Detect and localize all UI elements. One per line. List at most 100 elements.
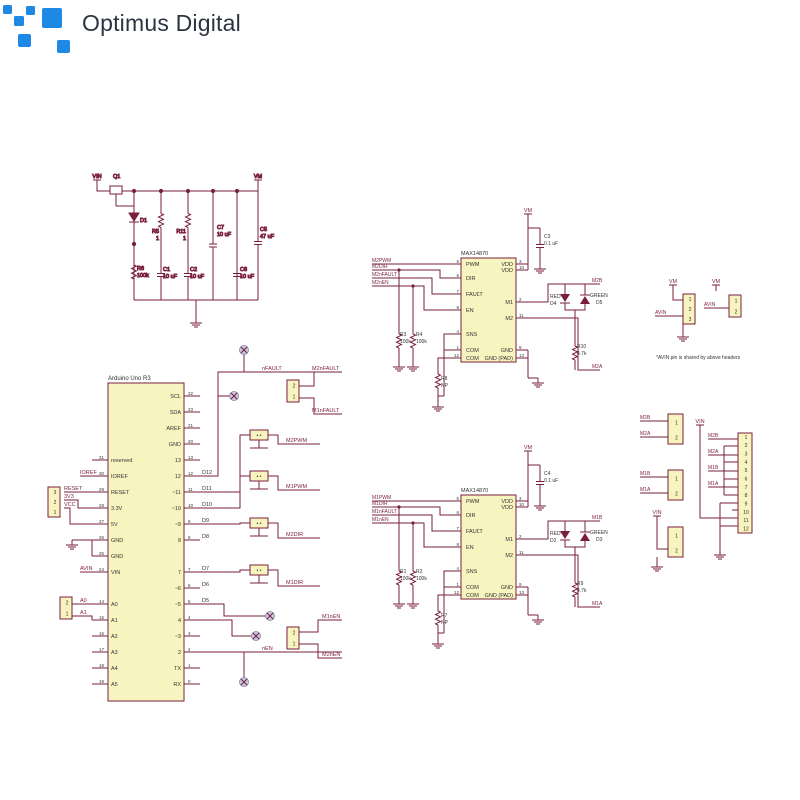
header-pin-number: 2 (675, 436, 678, 442)
wire (268, 434, 320, 445)
enable-jumper-connector (286, 626, 300, 650)
arduino-pin-number: 25 (99, 551, 105, 556)
wire (268, 569, 320, 587)
net-label-m1b: M1B (708, 465, 719, 471)
net-label-d11: D11 (202, 486, 212, 492)
arduino-pin-number: 23 (188, 407, 194, 412)
sense-resistor (434, 373, 442, 389)
logo-square (42, 8, 62, 28)
header-pin-number: 3 (689, 317, 692, 323)
net-label-m1nfault: M1nFAULT (312, 408, 340, 414)
header-pin-number: 12 (743, 527, 749, 533)
label: D2 (550, 538, 557, 544)
chip-pin-number: 10 (519, 502, 525, 507)
net-label-m1dir: M1DIR (286, 580, 303, 586)
net-label-m1pwm: M1PWM (372, 495, 391, 501)
label: 10 uF (217, 232, 232, 238)
arduino-pin-name: GND (169, 442, 181, 448)
chip-pin-number: 5 (456, 496, 459, 501)
max14870-chip (460, 257, 517, 363)
logo-square (14, 16, 24, 26)
chip-pin-name: VDD (501, 499, 513, 505)
arduino-pin-number: 11 (188, 487, 193, 492)
net-label-d9: D9 (202, 518, 209, 524)
wire (372, 522, 450, 548)
vin-header-connector (728, 294, 742, 318)
header-pin-number: 2 (675, 549, 678, 555)
arduino-pin-number: 17 (99, 647, 105, 652)
header-pin-number: 5 (745, 468, 748, 474)
label: 1 (156, 236, 159, 242)
wire (200, 522, 250, 525)
wire (564, 303, 586, 311)
chip-pin-name: GND (501, 348, 513, 354)
chip-pin-name: DIR (466, 513, 476, 519)
header-pin-number: 2 (745, 443, 748, 449)
header-pin-number: 2 (735, 310, 738, 316)
header-pin-number: 1 (675, 421, 678, 427)
arduino-pin-name: A2 (111, 634, 118, 640)
sense-resistor (434, 610, 442, 626)
header-pin-number: 2 (66, 601, 69, 607)
chip-pin-number: 9 (519, 345, 522, 350)
arduino-pin-name: ~11 (172, 490, 181, 496)
label: R9 (577, 581, 584, 587)
net-label-reset: RESET (64, 486, 83, 492)
motor2-header-connector (667, 413, 684, 445)
arduino-uno-r3-board (107, 382, 185, 702)
chip-pin-number: 5 (456, 259, 459, 264)
green-led-icon (580, 296, 590, 304)
arduino-pin-number: 28 (99, 503, 105, 508)
net-label-motor-output: M1B (592, 515, 603, 521)
chip-pin-name: GND (PAD) (485, 593, 513, 599)
label: 0.1 uF (544, 478, 558, 484)
arduino-pin-number: 13 (188, 455, 194, 460)
chip-pin-name: FAULT (466, 292, 483, 298)
header-pin-number: 2 (675, 492, 678, 498)
arduino-pin-name: ~9 (175, 522, 181, 528)
net-label-m1a: M1A (708, 481, 719, 487)
driver-section: MAX14870PWM5DIR6FAULT7EN8SNS4COM1COM12VD… (372, 208, 608, 649)
resistor-r6-symbol (130, 264, 138, 280)
net-label-m1b: M1B (640, 471, 651, 477)
power-net-label: VIN (652, 510, 661, 516)
chip-pin-number: 4 (456, 329, 459, 334)
header-pin-number: 2 (293, 384, 296, 390)
label: R5 (152, 229, 159, 235)
wire (437, 357, 450, 366)
solder-jumper-label: • • (257, 568, 262, 574)
header-pin-number: 9 (745, 502, 748, 508)
wire (528, 520, 600, 540)
chip-pin-number: 12 (454, 353, 460, 358)
chip-pin-number: 6 (456, 510, 459, 515)
net-label-nen: nEN (262, 646, 273, 652)
header-pin-number: 2 (54, 500, 57, 506)
arduino-pin-number: 16 (99, 631, 105, 636)
brand-name: Optimus Digital (82, 10, 241, 36)
logo-square (3, 5, 12, 14)
chip-pin-number: 13 (519, 353, 525, 358)
label: R3 (400, 332, 407, 338)
label: C2 (190, 267, 197, 273)
wire (528, 554, 600, 608)
led-resistor (571, 582, 579, 598)
arduino-pin-number: 29 (99, 487, 105, 492)
header-pin-number: 4 (745, 460, 748, 466)
net-label-3v3: 3V3 (64, 494, 74, 500)
arduino-pin-name: reserved (111, 458, 132, 464)
label: C3 (544, 234, 551, 240)
label: R11 (176, 229, 186, 235)
header-pin-number: 8 (745, 493, 748, 499)
label: 100k (400, 339, 411, 345)
arduino-pin-name: 4 (178, 618, 181, 624)
no-connect-icon (266, 612, 274, 620)
arduino-pin-number: 10 (188, 503, 194, 508)
label: D3 (596, 537, 603, 543)
header-pin-number: 1 (54, 510, 57, 516)
pulldown-resistor (395, 570, 403, 586)
net-label-m1nfault: M1nFAULT (372, 509, 397, 515)
arduino-pin-number: 14 (99, 599, 105, 604)
label: 10 uF (190, 274, 205, 280)
wire (299, 397, 342, 415)
label: R6 (137, 266, 144, 272)
